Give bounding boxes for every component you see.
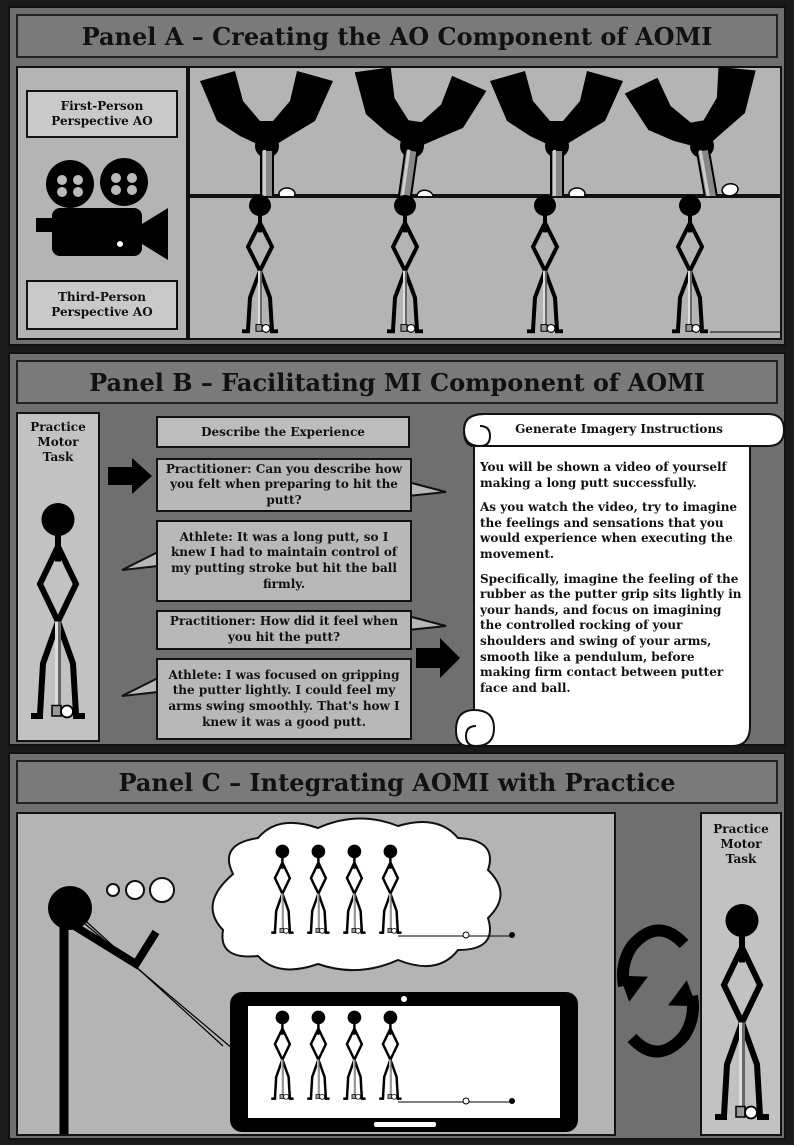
scroll-shape — [454, 413, 786, 748]
video-camera-icon — [36, 158, 168, 260]
first-person-strip — [188, 59, 782, 212]
dialogue-bubble-3: Practitioner: How did it feel when you h… — [156, 610, 412, 650]
bubble-tail-3 — [407, 614, 447, 632]
cycle-arrows-icon — [617, 924, 699, 1058]
bubble-tail-1 — [407, 480, 447, 498]
practice-scene — [48, 817, 578, 1134]
scroll-paragraph-2: As you watch the video, try to imagine t… — [480, 500, 738, 561]
first-person-frames — [199, 59, 778, 212]
panel-c-title: Panel C – Integrating AOMI with Practice — [16, 760, 778, 804]
describe-header: Describe the Experience — [156, 416, 410, 448]
panel-c-practice-label: Practice Motor Task — [713, 822, 769, 866]
panel-a-left-box: First-Person Perspective AO Third-Person… — [16, 66, 188, 340]
dialogue-bubble-1: Practitioner: Can you describe how you f… — [156, 458, 412, 512]
practice-golfer — [712, 900, 772, 1130]
thought-bubble-icon — [211, 817, 502, 972]
panel-c: Panel C – Integrating AOMI with Practice — [8, 752, 786, 1140]
scroll-paragraph-3: Specifically, imagine the feeling of the… — [480, 571, 742, 695]
third-person-label: Third-Person Perspective AO — [26, 280, 178, 330]
tablet-icon — [230, 992, 578, 1132]
panel-c-scene — [16, 812, 616, 1136]
panel-b-practice-box: Practice Motor Task — [16, 412, 100, 742]
scroll-paragraph-1: You will be shown a video of yourself ma… — [480, 460, 727, 490]
dialogue-bubble-2: Athlete: It was a long putt, so I knew I… — [156, 520, 412, 602]
panel-b-practice-label: Practice Motor Task — [30, 420, 86, 464]
scroll-body: You will be shown a video of yourself ma… — [480, 460, 742, 705]
dialogue-bubble-4: Athlete: I was focused on gripping the p… — [156, 658, 412, 740]
panel-a-title: Panel A – Creating the AO Component of A… — [16, 14, 778, 58]
first-person-label: First-Person Perspective AO — [26, 90, 178, 138]
arrow-right-icon — [108, 458, 152, 494]
panel-b: Panel B – Facilitating MI Component of A… — [8, 352, 786, 748]
panel-a: Panel A – Creating the AO Component of A… — [8, 6, 786, 346]
panel-b-title: Panel B – Facilitating MI Component of A… — [16, 360, 778, 404]
panel-c-practice-box: Practice Motor Task — [700, 812, 782, 1136]
practice-golfer — [28, 494, 88, 734]
arrow-right-icon — [416, 638, 460, 678]
third-person-strip — [188, 192, 782, 340]
scroll-title: Generate Imagery Instructions — [515, 422, 723, 436]
third-person-frames — [240, 192, 780, 335]
